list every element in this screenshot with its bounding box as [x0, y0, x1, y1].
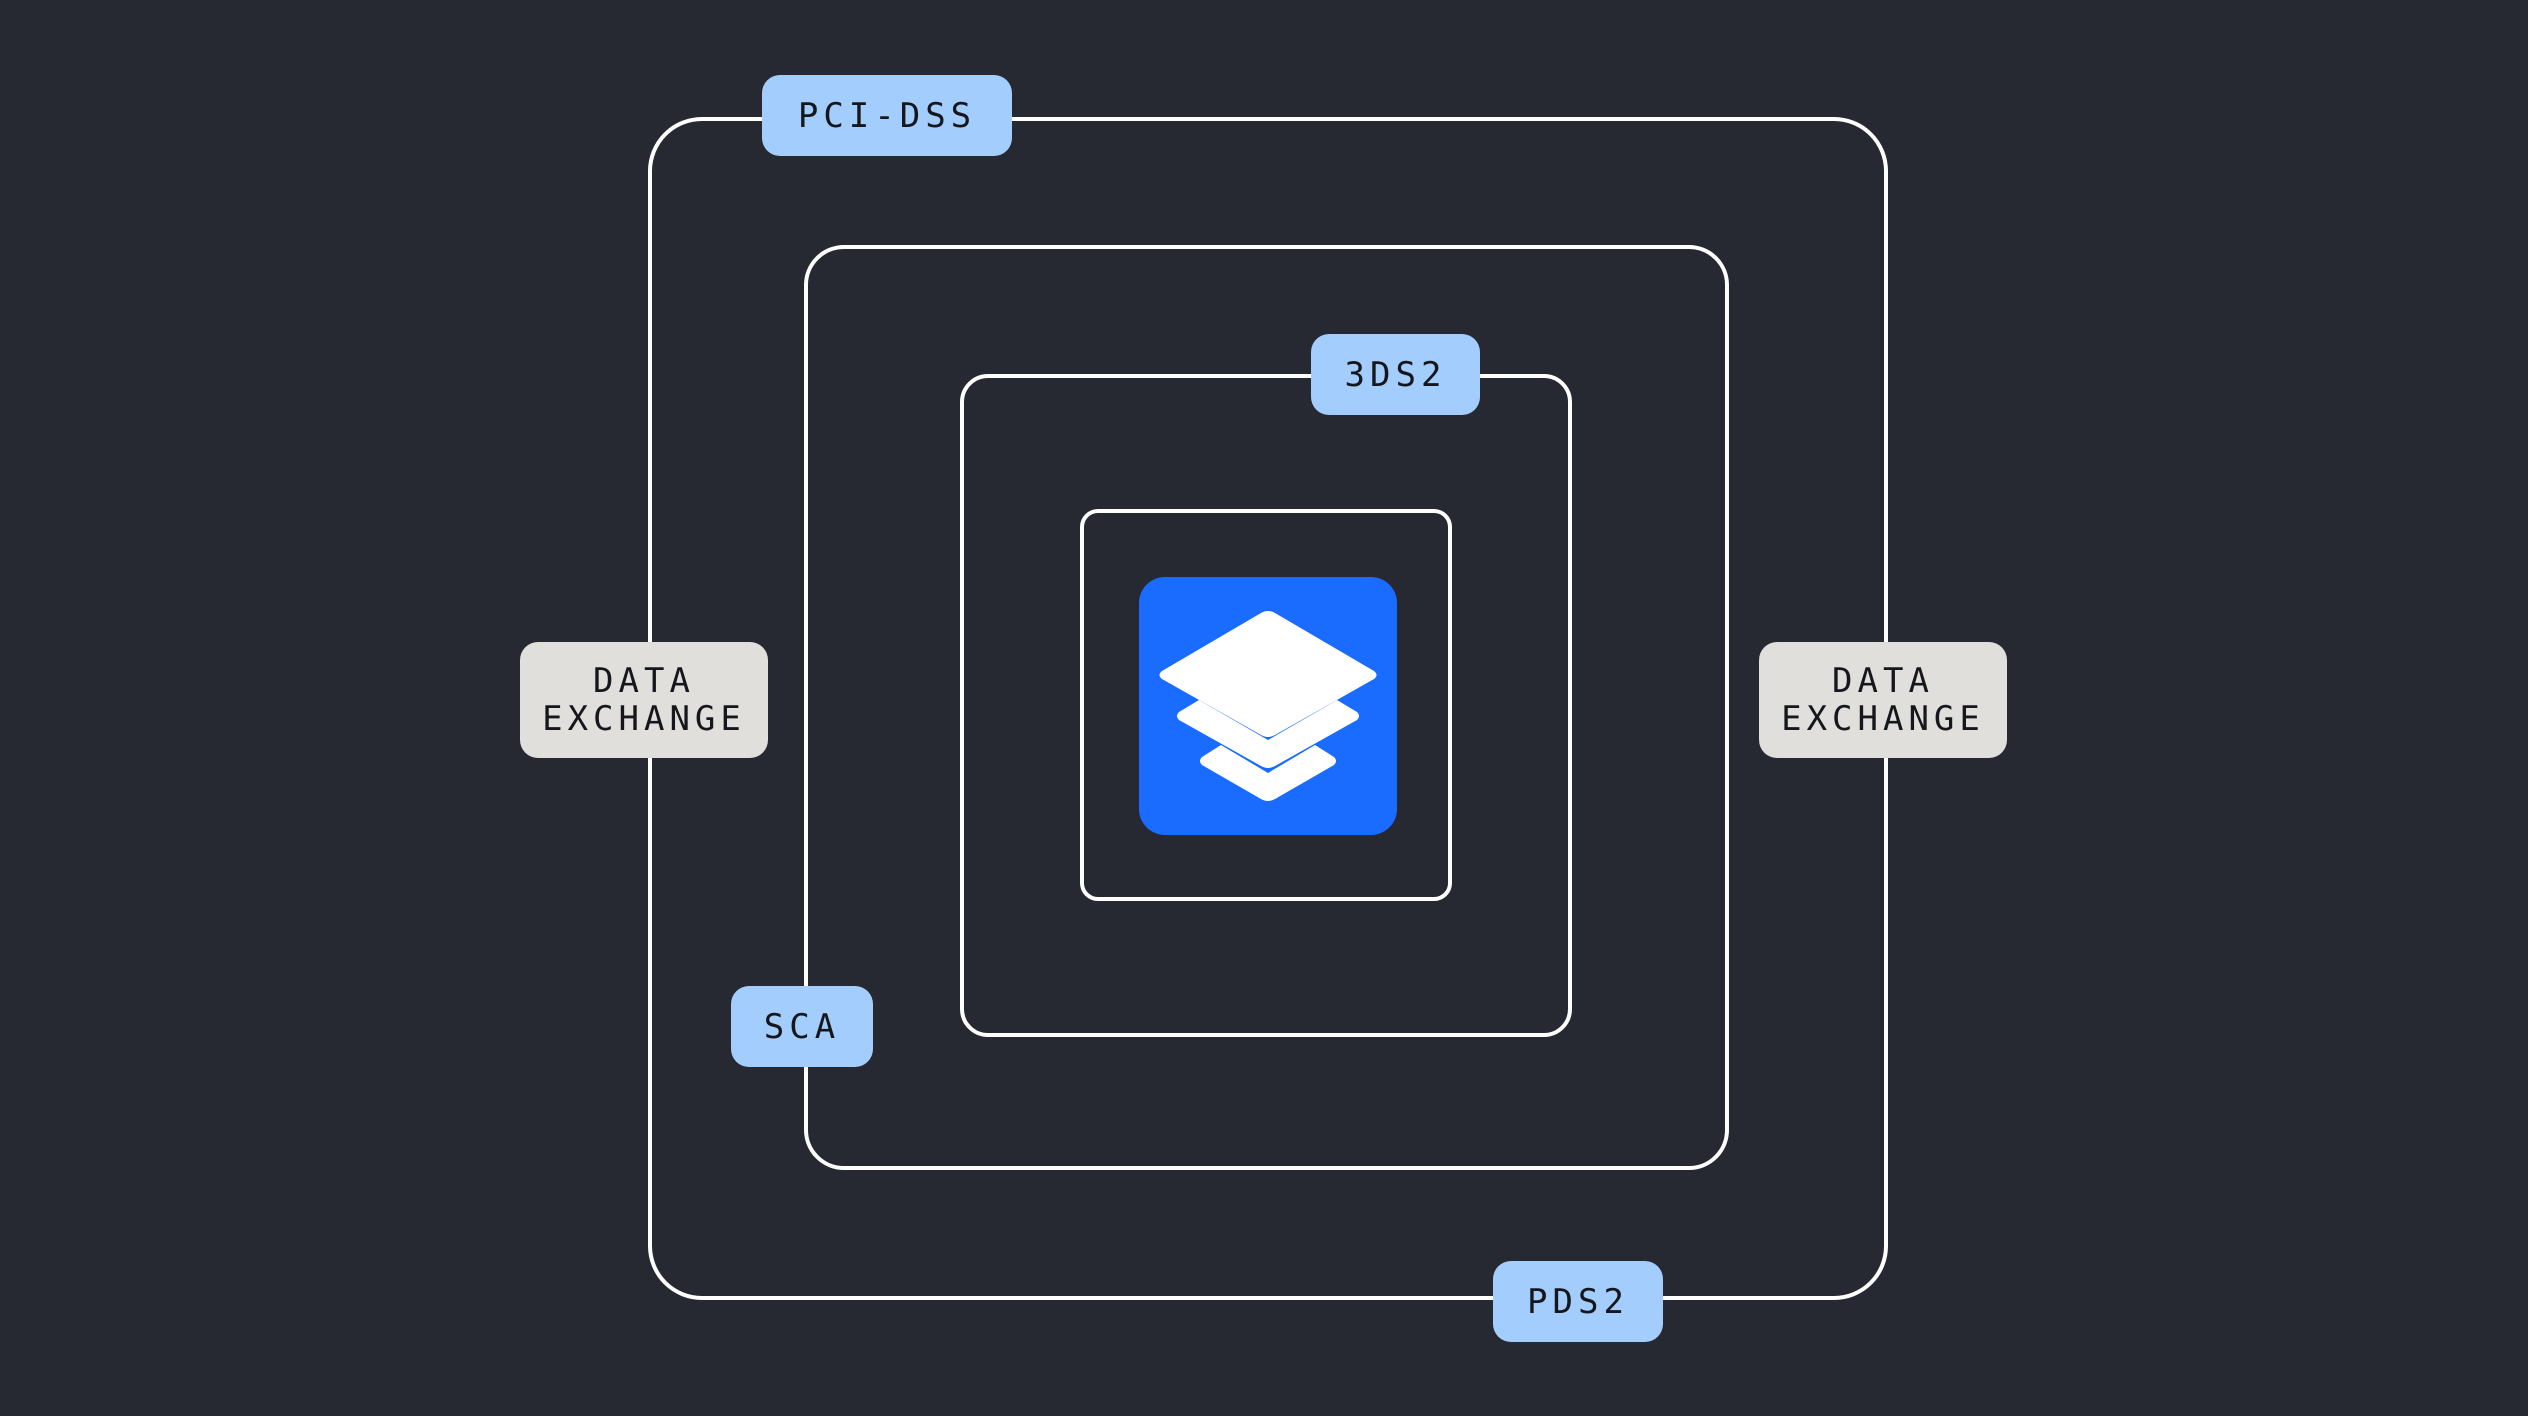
- 3ds2-tag: 3DS2: [1311, 334, 1480, 415]
- sca-tag: SCA: [731, 986, 873, 1067]
- data-exchange-tag-left: DATA EXCHANGE: [520, 642, 768, 758]
- third-compliance-frame: [960, 374, 1572, 1037]
- pds2-tag: PDS2: [1493, 1261, 1663, 1342]
- stacked-layers-icon: [1159, 611, 1377, 801]
- data-exchange-tag-right: DATA EXCHANGE: [1759, 642, 2007, 758]
- second-compliance-frame: [804, 245, 1729, 1170]
- inner-core-frame: [1080, 509, 1452, 901]
- app-logo: [1139, 577, 1397, 835]
- pci-dss-tag: PCI-DSS: [762, 75, 1012, 156]
